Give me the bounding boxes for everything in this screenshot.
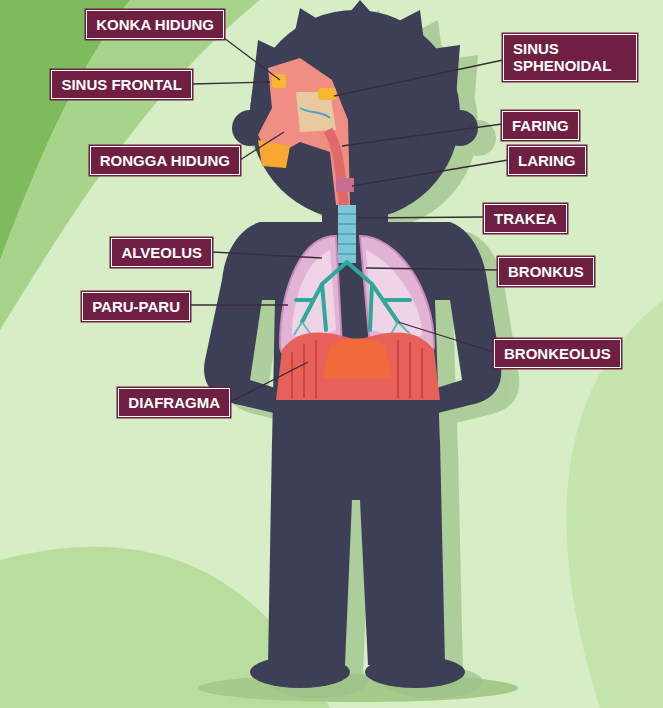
trachea — [338, 205, 356, 263]
label-box: ALVEOLUS — [111, 238, 212, 267]
trachea-rings — [338, 214, 356, 254]
part-name: DIAFRAGMA — [128, 394, 220, 411]
part-name: TRAKEA — [494, 210, 557, 227]
part-name: ALVEOLUS — [121, 244, 202, 261]
label-box: TRAKEA — [484, 204, 567, 233]
larynx — [336, 178, 354, 192]
sphenoid-sinus — [318, 88, 336, 100]
lung-inner — [366, 250, 422, 337]
pharynx-tube — [328, 130, 344, 205]
label-box: KONKA HIDUNG — [86, 10, 224, 39]
lung-inner — [292, 250, 336, 337]
mouth — [258, 140, 290, 168]
background-band — [0, 0, 260, 330]
part-name: BRONKUS — [508, 263, 584, 280]
label-box: LARING — [508, 146, 586, 175]
leader-lines — [190, 38, 508, 402]
part-name: SINUS FRONTAL — [61, 76, 182, 93]
label-box: DIAFRAGMA — [118, 388, 230, 417]
label-box: SINUS FRONTAL — [51, 70, 192, 99]
label-box: BRONKEOLUS — [494, 339, 621, 368]
nerve — [300, 108, 330, 118]
label-box: SINUS SPHENOIDAL — [503, 34, 637, 81]
child-silhouette — [204, 0, 501, 688]
part-name: SINUS SPHENOIDAL — [513, 40, 627, 75]
part-name: LARING — [518, 152, 576, 169]
label-box: FARING — [502, 111, 579, 140]
part-name: FARING — [512, 117, 569, 134]
label-box: BRONKUS — [498, 257, 594, 286]
part-name: KONKA HIDUNG — [96, 16, 214, 33]
bronchus — [296, 262, 410, 330]
diaphragm-center — [323, 339, 392, 379]
label-box: PARU-PARU — [82, 292, 190, 321]
part-name: PARU-PARU — [92, 298, 180, 315]
label-box: RONGGA HIDUNG — [90, 146, 240, 175]
part-name: BRONKEOLUS — [504, 345, 611, 362]
part-name: RONGGA HIDUNG — [100, 152, 230, 169]
